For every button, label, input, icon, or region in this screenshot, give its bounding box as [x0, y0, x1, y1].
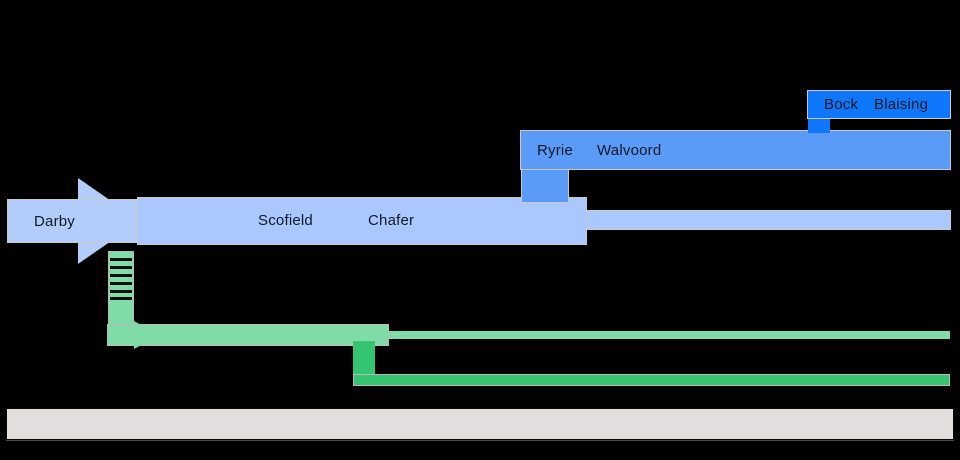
green-tail-line [388, 331, 950, 339]
green-band[interactable] [107, 324, 389, 346]
classical-band[interactable] [137, 197, 587, 245]
green-connector-slot-5 [110, 290, 132, 293]
walvoord-label: Walvoord [597, 142, 662, 159]
dark-green-band[interactable] [353, 374, 950, 386]
ryrie-label: Ryrie [537, 142, 574, 159]
classical-tail-line [585, 210, 951, 230]
blaising-label: Blaising [874, 96, 929, 113]
green-connector-slot-3 [110, 274, 132, 277]
green-arrowhead-icon [134, 321, 160, 349]
dark-green-connector-stem [353, 341, 375, 376]
revised-band[interactable] [520, 130, 951, 170]
chafer-label: Chafer [368, 212, 415, 229]
bock-label: Bock [824, 96, 859, 113]
green-connector-slot-1 [110, 258, 132, 261]
green-connector-slot-6 [110, 297, 132, 300]
darby-band[interactable]: Darby [7, 199, 139, 243]
progressive-band[interactable] [807, 90, 951, 119]
green-connector-slot-2 [110, 266, 132, 269]
green-connector-slot-4 [110, 282, 132, 285]
revised-connector-stem [521, 169, 569, 203]
scofield-label: Scofield [258, 212, 313, 229]
timeline-axis-bar[interactable] [6, 408, 954, 440]
darby-label: Darby [34, 212, 76, 230]
progressive-connector-stem [808, 118, 830, 133]
